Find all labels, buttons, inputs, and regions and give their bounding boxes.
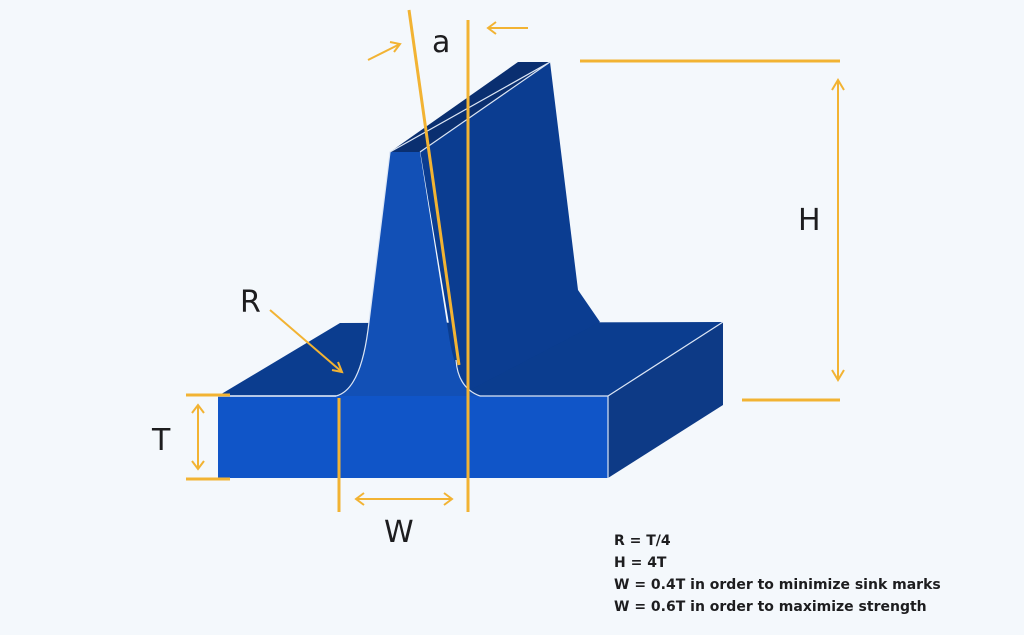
note-radius: R = T/4 (614, 533, 671, 549)
edge-highlight-right-fillet (455, 359, 481, 397)
base-front-face (218, 396, 608, 478)
width-dimension-arrow (354, 492, 454, 506)
radius-label: R (240, 285, 261, 320)
angle-label: a (432, 25, 450, 60)
width-label: W (384, 515, 414, 550)
angle-arrow-right (486, 21, 528, 35)
edge-highlight-fillet (218, 61, 724, 478)
height-label: H (798, 203, 821, 238)
draft-angle-line (407, 9, 461, 366)
rib-side-face (390, 62, 600, 390)
thickness-dimension-arrow (191, 403, 205, 471)
rib-front-face (336, 152, 480, 396)
base-side-face (608, 322, 723, 478)
height-dimension-arrow (831, 78, 845, 382)
note-height: H = 4T (614, 555, 667, 571)
angle-arrow-left (367, 41, 402, 61)
radius-pointer-arrow (269, 309, 344, 374)
note-width-sink: W = 0.4T in order to minimize sink marks (614, 577, 941, 593)
note-width-strength: W = 0.6T in order to maximize strength (614, 599, 927, 615)
design-rules-notes: R = T/4 H = 4T W = 0.4T in order to mini… (614, 530, 941, 618)
thickness-label: T (151, 423, 171, 458)
